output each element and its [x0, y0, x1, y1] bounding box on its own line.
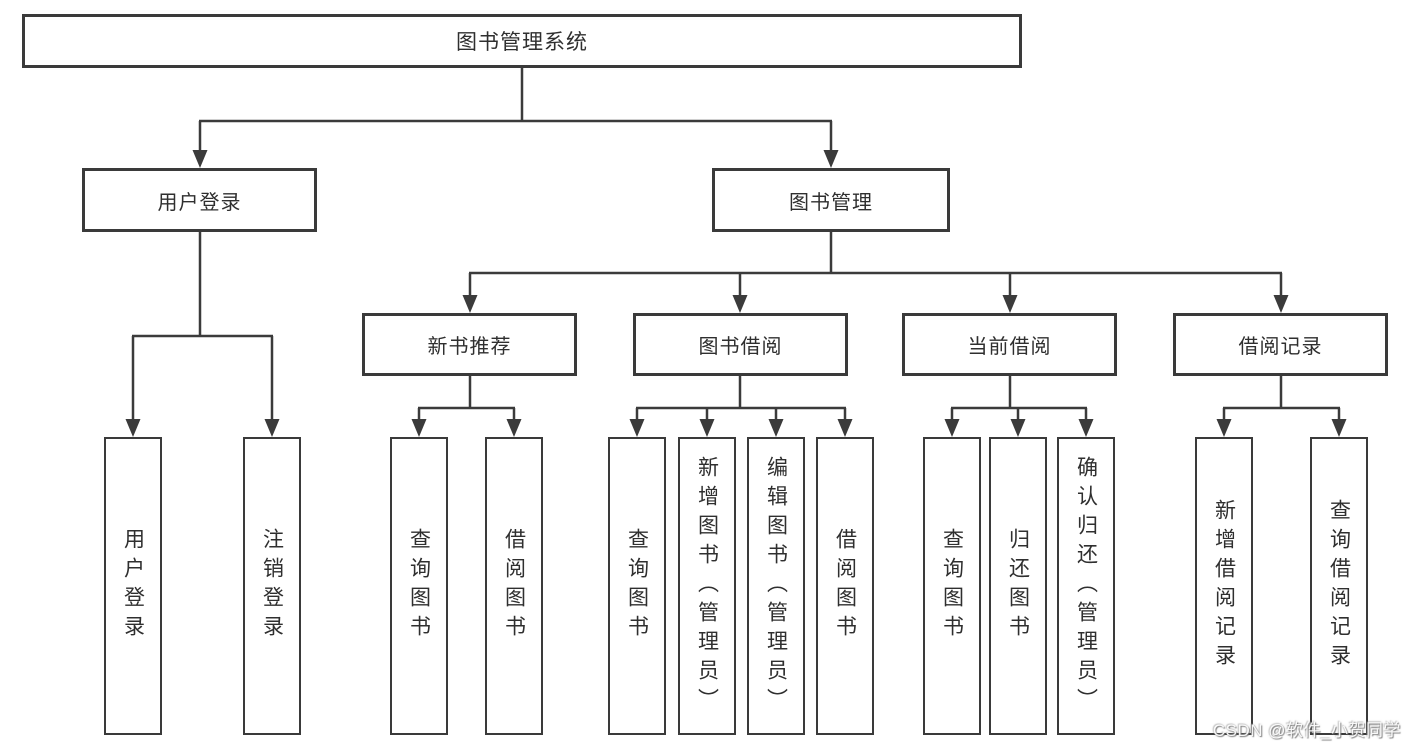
connector-borrow-records-to-leaves — [1216, 376, 1347, 437]
leaf-user-login: 用户登录 — [104, 437, 162, 735]
leaf-edit-book-admin: 编辑图书（管理员） — [747, 437, 805, 735]
leaf-borrow-book-recommend: 借阅图书 — [485, 437, 543, 735]
connector-book-borrow-to-leaves — [629, 376, 853, 437]
node-label: 编辑图书（管理员） — [764, 455, 788, 717]
node-label: 新增借阅记录 — [1212, 499, 1236, 673]
node-label: 用户登录 — [157, 191, 242, 214]
node-root-library-system: 图书管理系统 — [22, 14, 1022, 68]
leaf-query-book-recommend: 查询图书 — [390, 437, 448, 735]
leaf-confirm-return-admin: 确认归还（管理员） — [1057, 437, 1115, 735]
node-label: 归还图书 — [1006, 528, 1030, 644]
node-book-borrow: 图书借阅 — [633, 313, 848, 376]
leaf-return-book: 归还图书 — [989, 437, 1047, 735]
node-label: 借阅记录 — [1238, 336, 1323, 358]
leaf-add-borrow-record: 新增借阅记录 — [1195, 437, 1253, 735]
node-label: 图书管理系统 — [456, 31, 588, 54]
leaf-query-book-borrow: 查询图书 — [608, 437, 666, 735]
node-label: 借阅图书 — [833, 528, 857, 644]
leaf-add-book-admin: 新增图书（管理员） — [678, 437, 736, 735]
node-label: 新增图书（管理员） — [695, 455, 719, 717]
leaf-query-borrow-record: 查询借阅记录 — [1310, 437, 1368, 735]
node-label: 查询图书 — [625, 528, 649, 644]
node-label: 注销登录 — [260, 528, 284, 644]
node-borrow-records: 借阅记录 — [1173, 313, 1388, 376]
connector-book-mgmt-to-level3 — [462, 232, 1289, 313]
leaf-query-book-current: 查询图书 — [923, 437, 981, 735]
node-label: 确认归还（管理员） — [1074, 455, 1098, 717]
node-label: 查询图书 — [940, 528, 964, 644]
node-label: 图书管理 — [789, 191, 873, 214]
leaf-borrow-book: 借阅图书 — [816, 437, 874, 735]
connector-current-borrow-to-leaves — [944, 376, 1094, 437]
node-label: 查询借阅记录 — [1327, 499, 1351, 673]
node-book-management-branch: 图书管理 — [712, 168, 950, 232]
leaf-logout: 注销登录 — [243, 437, 301, 735]
connector-root-to-level2 — [192, 68, 839, 168]
node-label: 借阅图书 — [502, 528, 526, 644]
connector-user-login-to-leaves — [125, 232, 280, 437]
csdn-watermark: CSDN @软件_小贺同学 — [1212, 721, 1401, 740]
node-current-borrow: 当前借阅 — [902, 313, 1117, 376]
node-label: 当前借阅 — [967, 336, 1052, 358]
connector-new-book-recommend-to-leaves — [411, 376, 522, 437]
node-label: 图书借阅 — [698, 336, 783, 358]
node-label: 新书推荐 — [427, 336, 512, 358]
node-new-book-recommend: 新书推荐 — [362, 313, 577, 376]
node-label: 查询图书 — [407, 528, 431, 644]
node-label: 用户登录 — [121, 528, 145, 644]
node-user-login-branch: 用户登录 — [82, 168, 317, 232]
